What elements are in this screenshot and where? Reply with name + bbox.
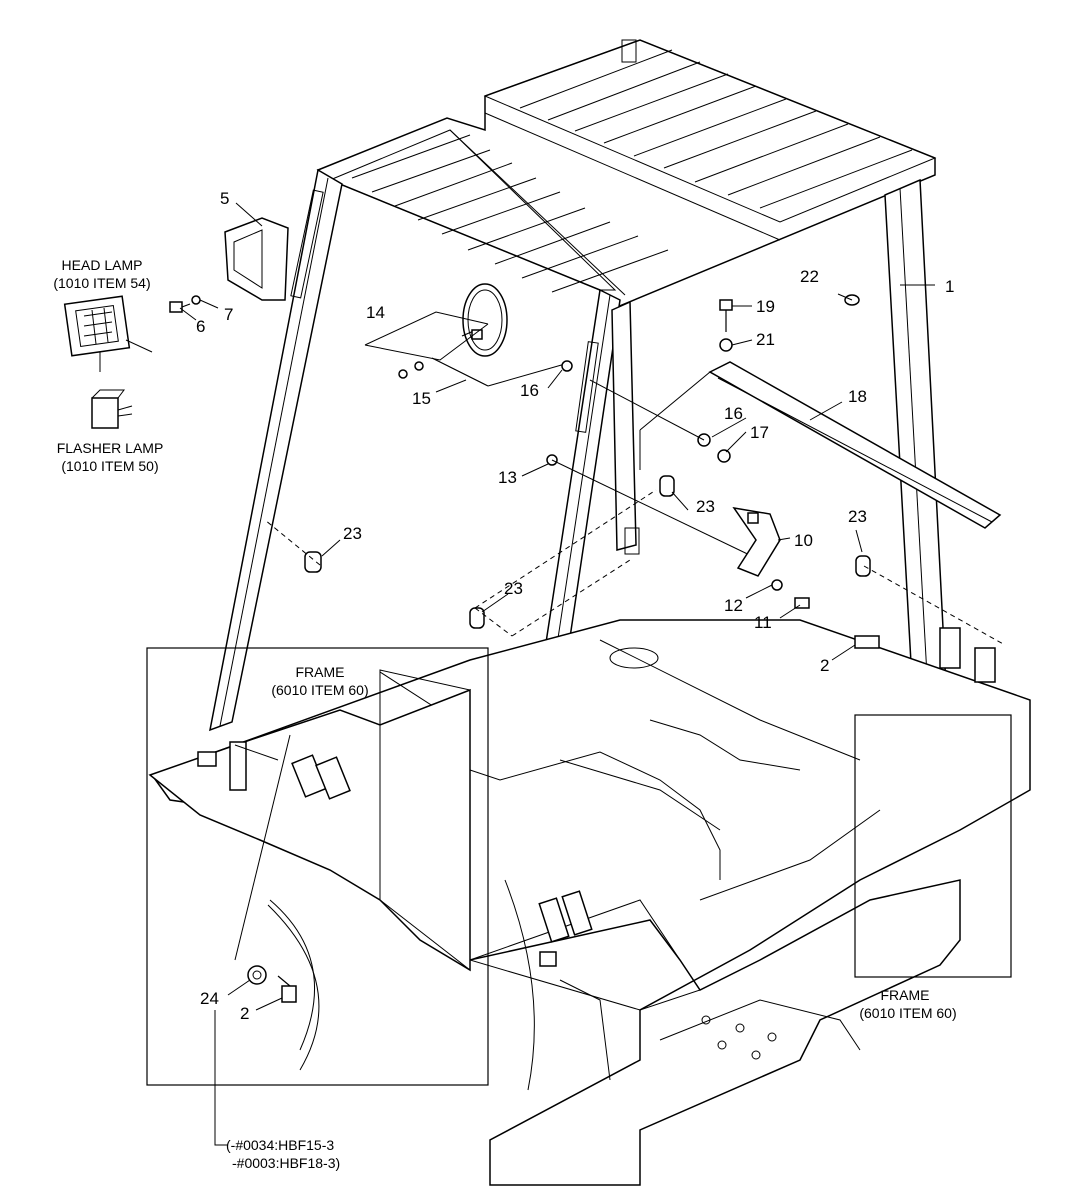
callout-5: 5 (220, 189, 230, 208)
flasher-lamp-icon (91, 389, 133, 429)
callout-1: 1 (945, 277, 955, 296)
callout-21: 21 (756, 330, 775, 349)
head-lamp-icon (63, 295, 153, 372)
head-lamp-title: HEAD LAMP (61, 257, 143, 273)
callout-19: 19 (756, 297, 775, 316)
callout-2-right: 2 (820, 656, 830, 675)
frame-detail-left (146, 647, 489, 1086)
callout-6: 6 (196, 317, 206, 336)
callout-11: 11 (754, 613, 772, 632)
head-lamp-ref: (1010 ITEM 54) (53, 275, 151, 291)
serial-note-line1: (-#0034:HBF15-3 (226, 1137, 335, 1153)
detail-connector (234, 734, 291, 961)
callout-7: 7 (224, 305, 234, 324)
callout-22: 22 (800, 267, 819, 286)
callout-23b: 23 (848, 507, 867, 526)
base-chassis (150, 619, 1031, 1186)
lamp-bracket-5 (224, 217, 289, 301)
serial-note-line2: -#0003:HBF18-3) (232, 1155, 341, 1171)
callout-15: 15 (412, 389, 431, 408)
frame-left-ref: (6010 ITEM 60) (271, 682, 369, 698)
callout-13: 13 (498, 468, 517, 487)
callout-23d: 23 (504, 579, 523, 598)
callout-12: 12 (724, 596, 743, 615)
frame-detail-right (854, 714, 1012, 978)
callout-23c: 23 (343, 524, 362, 543)
callout-18: 18 (848, 387, 867, 406)
callout-16a: 16 (520, 381, 539, 400)
callout-10: 10 (794, 531, 813, 550)
frame-right-title: FRAME (880, 987, 930, 1003)
callout-2-left: 2 (240, 1004, 250, 1023)
frame-right-ref: (6010 ITEM 60) (859, 1005, 957, 1021)
flasher-lamp-ref: (1010 ITEM 50) (61, 458, 159, 474)
hardware-parts (169, 217, 880, 1003)
leader-lines (179, 202, 935, 1146)
clamp-10 (732, 506, 781, 577)
callout-23a: 23 (696, 497, 715, 516)
callout-24: 24 (200, 989, 219, 1008)
callout-17: 17 (750, 423, 769, 442)
canopy-roof (316, 39, 937, 311)
flasher-lamp-title: FLASHER LAMP (56, 440, 164, 456)
callout-14: 14 (366, 303, 385, 322)
cross-bar-18 (639, 361, 1002, 529)
frame-left-title: FRAME (295, 664, 345, 680)
callout-16b: 16 (724, 404, 743, 423)
dashed-connectors (264, 489, 1006, 646)
